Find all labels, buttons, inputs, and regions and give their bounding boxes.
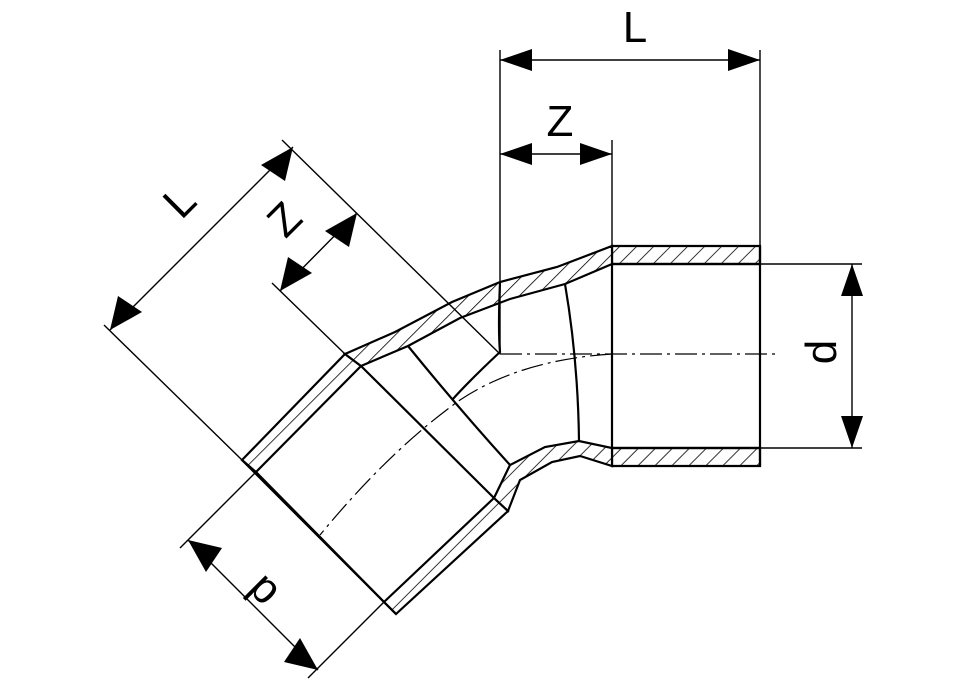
left-socket-stop: [360, 365, 495, 499]
left-socket-inner-end: [255, 471, 385, 603]
arrow-top-L-left: [500, 49, 532, 71]
arrow-right-d-top: [841, 264, 863, 296]
dim-line-left-L: [109, 146, 294, 331]
left-shoulder: [407, 345, 511, 466]
arrow-top-Z-left: [500, 143, 532, 165]
arrow-right-d-bottom: [841, 416, 863, 448]
arrow-top-Z-right: [580, 143, 612, 165]
outer-bend-wall: [342, 244, 614, 368]
label-left-d: d: [236, 566, 288, 618]
right-socket-top-wall: [610, 244, 762, 266]
right-socket-bottom-wall: [610, 446, 762, 468]
arrow-left-L-end: [110, 296, 142, 330]
arrow-left-Z-end: [280, 257, 312, 291]
arrow-left-L-start: [261, 147, 293, 181]
label-top-L: L: [623, 3, 647, 52]
arrow-top-L-right: [728, 49, 760, 71]
label-top-Z: Z: [547, 97, 574, 146]
inner-bend-wall: [492, 439, 614, 513]
extension-line-left-apex: [281, 139, 501, 355]
right-shoulder: [563, 283, 581, 442]
extension-line-d-left-2: [307, 601, 385, 679]
bend-center-line: [319, 353, 613, 536]
label-right-d: d: [797, 340, 846, 364]
arrow-left-Z-start: [325, 213, 357, 247]
left-socket-top-wall: [240, 352, 363, 474]
extension-line-left-stop: [271, 282, 346, 355]
extension-line-left-end: [103, 324, 243, 461]
dimension-lines: [103, 50, 862, 679]
arrow-left-d-top: [188, 540, 222, 572]
left-socket-bottom-wall: [382, 496, 510, 616]
extension-line-d-left-1: [179, 471, 257, 549]
label-left-L: L: [154, 176, 206, 228]
pipe-elbow: [240, 244, 775, 616]
label-left-Z: Z: [258, 193, 312, 247]
arrowheads: [110, 49, 863, 670]
arrow-left-d-bottom: [284, 638, 318, 670]
